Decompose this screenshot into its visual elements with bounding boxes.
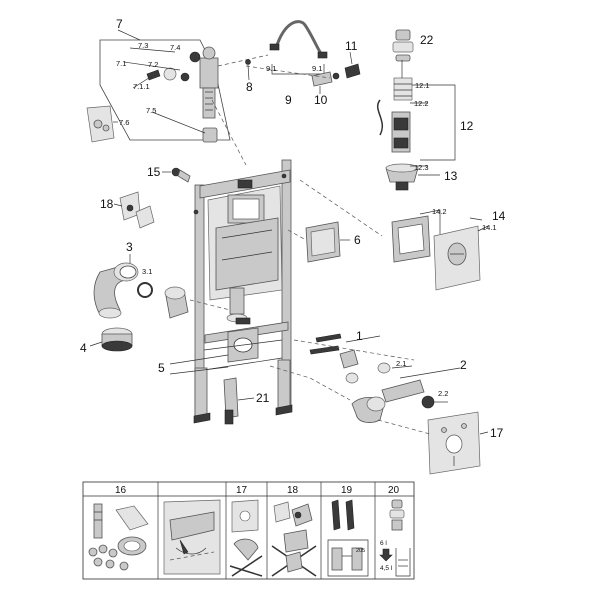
table-header-16: 16 <box>115 485 127 496</box>
table-cell-16 <box>88 503 149 571</box>
callout-7-1: 7.1 <box>116 59 126 68</box>
part-3-elbow <box>93 254 153 319</box>
part-22-cap <box>395 29 411 41</box>
part-2-2 <box>421 395 435 409</box>
callout-5: 5 <box>158 361 165 375</box>
part-8 <box>245 59 251 65</box>
callout-7-4: 7.4 <box>170 43 180 52</box>
part-7-1 <box>146 69 161 81</box>
fill-valve-body <box>199 57 219 89</box>
part-1-rod <box>315 333 342 343</box>
table-header-19: 19 <box>341 485 353 496</box>
part-2-pipe <box>381 379 425 403</box>
part-7-5 <box>202 127 218 143</box>
quantity-bottom: 4,5 l <box>380 565 393 572</box>
installation-frame <box>193 159 293 424</box>
callout-22: 22 <box>420 33 434 47</box>
part-21 <box>223 377 255 425</box>
part-10 <box>311 71 333 87</box>
callout-labels: 7 7.3 7.4 7.1 7.2 7.1.1 7.6 7.5 8 9 9.1 … <box>80 17 506 440</box>
part-group-14 <box>299 179 489 291</box>
part-12-1 <box>393 77 413 101</box>
callout-6: 6 <box>354 233 361 247</box>
callout-1: 1 <box>356 329 363 343</box>
callout-15: 15 <box>147 165 161 179</box>
part-22-ring <box>392 41 414 53</box>
part-7-2-nut <box>180 72 190 82</box>
callout-2-2: 2.2 <box>438 389 448 398</box>
quantity-top: 6 l <box>380 540 387 547</box>
callout-12-1: 12.1 <box>415 81 430 90</box>
part-18 <box>113 191 155 229</box>
callout-14-2: 14.2 <box>432 207 447 216</box>
callout-11: 11 <box>345 39 358 53</box>
callout-4: 4 <box>80 341 87 355</box>
part-7-6-bag <box>86 105 118 143</box>
part-9-1a <box>269 43 280 51</box>
part-7-4 <box>189 51 201 63</box>
callout-18: 18 <box>100 197 114 211</box>
part-group-8-11 <box>211 20 361 166</box>
callout-21: 21 <box>256 391 270 405</box>
table-cell-19: 205 <box>327 499 369 577</box>
callout-7-3: 7.3 <box>138 41 148 50</box>
callout-2: 2 <box>460 358 467 372</box>
flush-pipe <box>229 287 245 315</box>
callout-9: 9 <box>285 93 292 107</box>
callout-8: 8 <box>246 80 253 94</box>
part-group-1-2 <box>269 333 461 423</box>
part-17-gasket <box>377 411 489 475</box>
callout-7-6: 7.6 <box>119 118 129 127</box>
table-cell-18 <box>271 501 317 577</box>
part-group-12-22 <box>377 29 456 191</box>
callout-14: 14 <box>492 209 506 223</box>
callout-12-3: 12.3 <box>414 163 429 172</box>
callout-7-2: 7.2 <box>148 60 158 69</box>
group-7-frame <box>99 39 231 141</box>
part-15 <box>162 167 191 183</box>
part-11 <box>344 63 361 79</box>
table-cell-17 <box>229 499 263 577</box>
part-9-hose <box>274 20 324 56</box>
part-9-1b <box>317 51 328 59</box>
part-2-1 <box>377 362 391 374</box>
callout-9-1b: 9.1 <box>312 64 322 73</box>
no-entry-cross-icon <box>231 555 263 577</box>
part-pipe-sleeve <box>164 286 231 319</box>
table-header-20: 20 <box>388 485 400 496</box>
callout-3-1: 3.1 <box>142 267 152 276</box>
callout-3: 3 <box>126 240 133 254</box>
fill-valve-stem <box>202 87 216 119</box>
part-7-2 <box>163 67 177 81</box>
callout-7-5: 7.5 <box>146 106 156 115</box>
callout-9-1a: 9.1 <box>266 64 276 73</box>
callout-7: 7 <box>116 17 123 31</box>
callout-7-1-1: 7.1.1 <box>133 82 150 91</box>
callout-10: 10 <box>314 93 328 107</box>
table-cell-toilet <box>163 499 221 575</box>
part-7-3 <box>202 46 216 60</box>
callout-17: 17 <box>490 426 504 440</box>
callout-2-1: 2.1 <box>396 359 406 368</box>
dimension-label: 205 <box>356 548 365 554</box>
down-arrow-icon <box>379 548 393 562</box>
callout-13: 13 <box>444 169 458 183</box>
part-4-cap <box>89 327 133 352</box>
callout-14-1: 14.1 <box>482 223 497 232</box>
callout-12: 12 <box>460 119 474 133</box>
table-header-18: 18 <box>287 485 299 496</box>
table-header-17: 17 <box>236 485 248 496</box>
part-group-7 <box>99 29 269 143</box>
callout-12-2: 12.2 <box>414 99 429 108</box>
table-cell-20: 6 l 4,5 l <box>379 499 411 577</box>
part-6-plate <box>287 221 350 263</box>
accessory-table: 16 17 18 19 20 <box>82 481 415 580</box>
part-12-2-cable <box>377 99 383 136</box>
